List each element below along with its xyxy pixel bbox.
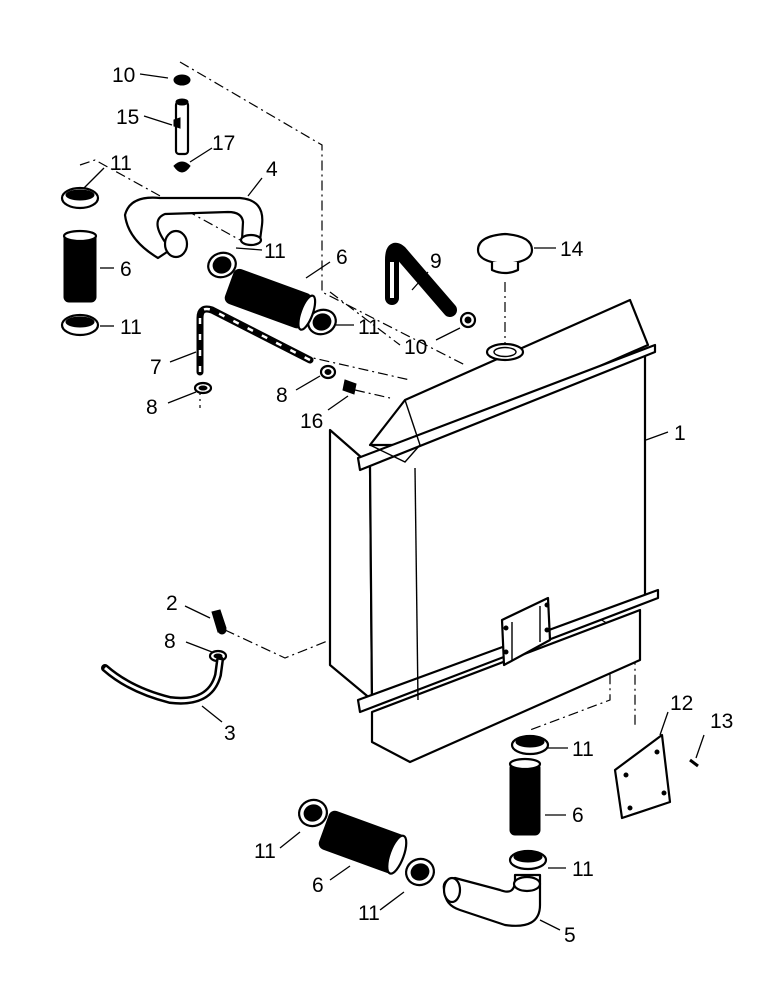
- bent-hose: [385, 242, 457, 317]
- callout-11: 11: [358, 902, 380, 925]
- callout-14: 14: [560, 238, 584, 261]
- callout-6: 6: [572, 804, 584, 827]
- callout-8: 8: [146, 396, 158, 419]
- callout-11: 11: [254, 840, 276, 863]
- callout-13: 13: [710, 710, 733, 733]
- callout-10: 10: [404, 336, 427, 359]
- callout-16: 16: [300, 410, 323, 433]
- hose-sleeves: [62, 229, 542, 875]
- callout-10: 10: [112, 64, 135, 87]
- callout-labels: 10 15 17 11 4 6 11 11 6 11 9 10 14 7 8 8…: [110, 64, 733, 947]
- cover-plate: [613, 733, 699, 820]
- callout-12: 12: [670, 692, 693, 715]
- callout-15: 15: [116, 106, 139, 129]
- callout-2: 2: [166, 592, 178, 615]
- overflow-pipe: [196, 305, 314, 376]
- callout-7: 7: [150, 356, 162, 379]
- callout-5: 5: [564, 924, 576, 947]
- callout-11: 11: [264, 240, 286, 263]
- callout-11: 11: [572, 738, 594, 761]
- callout-6: 6: [336, 246, 348, 269]
- callout-8: 8: [164, 630, 176, 653]
- callout-11: 11: [120, 316, 142, 339]
- callout-1: 1: [674, 422, 686, 445]
- callout-11: 11: [358, 316, 380, 339]
- callout-6: 6: [312, 874, 324, 897]
- callout-17: 17: [212, 132, 235, 155]
- callout-8: 8: [276, 384, 288, 407]
- upper-hose: [123, 196, 264, 260]
- callout-9: 9: [430, 250, 442, 273]
- callout-6: 6: [120, 258, 132, 281]
- radiator-cap: [476, 232, 534, 275]
- leader-lines: [83, 73, 705, 931]
- radiator-core: [328, 298, 660, 764]
- lower-hose: [442, 873, 542, 927]
- callout-4: 4: [266, 158, 278, 181]
- washers-fittings: [193, 311, 477, 663]
- drain-hose: [101, 656, 224, 705]
- callout-3: 3: [224, 722, 236, 745]
- hose-clamps: [60, 186, 550, 887]
- callout-11: 11: [572, 858, 594, 881]
- filler-tube-assembly: [173, 74, 191, 173]
- callout-11: 11: [110, 152, 132, 175]
